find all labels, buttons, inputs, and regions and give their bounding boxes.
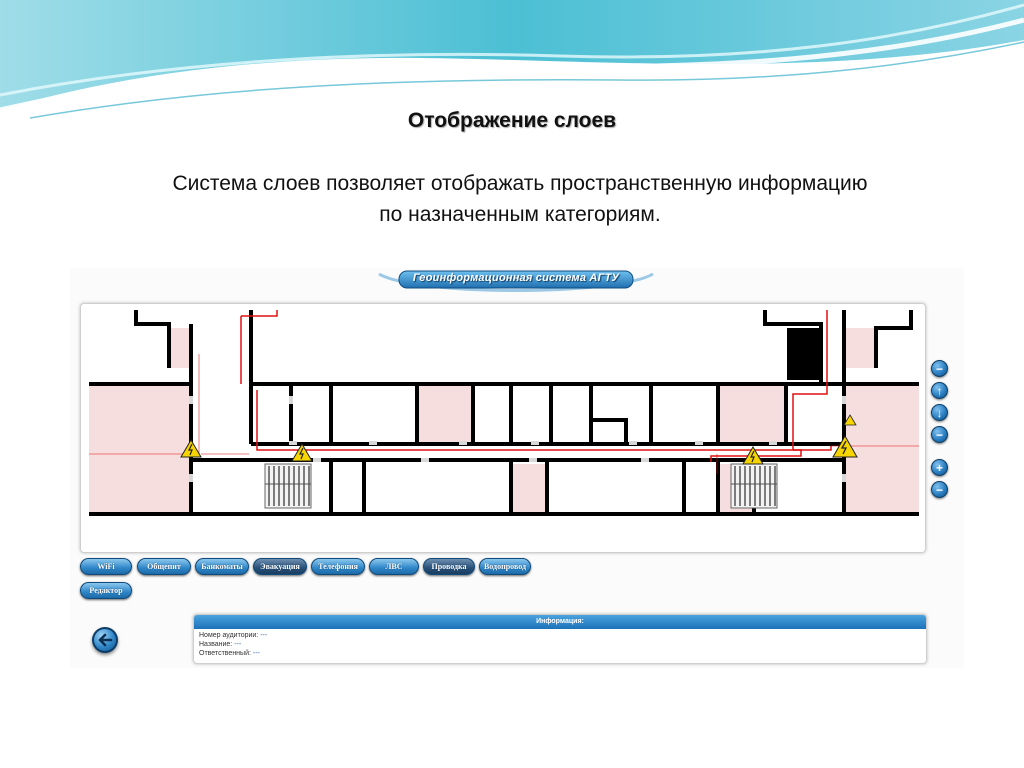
app-banner-title: Геоинформационная система АГТУ xyxy=(412,272,620,284)
zoom-out-button[interactable]: − xyxy=(931,360,948,377)
info-panel-header: Информация: xyxy=(194,615,926,629)
high-voltage-warning-icons[interactable] xyxy=(180,414,858,465)
layer-button-atms[interactable]: Банкоматы xyxy=(195,558,249,575)
pan-up-button[interactable]: ↑ xyxy=(931,382,948,399)
zoom-in-button[interactable]: + xyxy=(931,459,948,476)
info-panel: Информация: Номер аудитории: --- Названи… xyxy=(193,614,927,664)
door-markers xyxy=(189,396,846,482)
zoom-out-secondary-button[interactable]: − xyxy=(931,426,948,443)
info-name-label: Название: xyxy=(199,641,233,648)
zoom-out-tertiary-button[interactable]: − xyxy=(931,481,948,498)
walls xyxy=(89,310,919,516)
info-name: Название: --- xyxy=(199,641,241,648)
radiator-icons xyxy=(264,463,778,509)
stairwell-block xyxy=(787,328,821,380)
app-banner-shape xyxy=(378,270,654,292)
info-room-number-value: --- xyxy=(260,632,268,639)
layer-button-water-supply[interactable]: Водопровод xyxy=(479,558,531,575)
floor-plan-map[interactable] xyxy=(80,303,926,553)
slide-title: Отображение слоев xyxy=(407,109,617,132)
layer-button-telephony[interactable]: Телефония xyxy=(311,558,365,575)
floor-plan-drawing[interactable] xyxy=(81,304,925,552)
info-name-value: --- xyxy=(234,641,242,648)
pan-down-button[interactable]: ↓ xyxy=(931,404,948,421)
info-responsible-label: Ответственный: xyxy=(199,650,251,657)
layer-button-evacuation[interactable]: Эвакуация xyxy=(253,558,307,575)
info-room-number: Номер аудитории: --- xyxy=(199,632,267,639)
room-fills xyxy=(89,328,919,514)
slide-header-waves xyxy=(0,0,1024,119)
info-responsible: Ответственный: --- xyxy=(199,650,260,657)
layer-button-catering[interactable]: Общепит xyxy=(137,558,191,575)
editor-button[interactable]: Редактор xyxy=(80,582,132,599)
info-room-number-label: Номер аудитории: xyxy=(199,632,259,639)
slide-subtitle-line-1: Система слоев позволяет отображать прост… xyxy=(172,172,868,195)
layer-button-lan[interactable]: ЛВС xyxy=(369,558,419,575)
layer-button-wifi[interactable]: WiFi xyxy=(80,558,132,575)
back-button[interactable] xyxy=(92,627,118,653)
slide-subtitle: Система слоев позволяет отображать прост… xyxy=(90,168,950,230)
layer-button-wiring[interactable]: Проводка xyxy=(423,558,475,575)
info-responsible-value: --- xyxy=(252,650,260,657)
arrow-left-icon xyxy=(98,633,113,647)
slide-subtitle-line-2: по назначенным категориям. xyxy=(379,203,661,226)
